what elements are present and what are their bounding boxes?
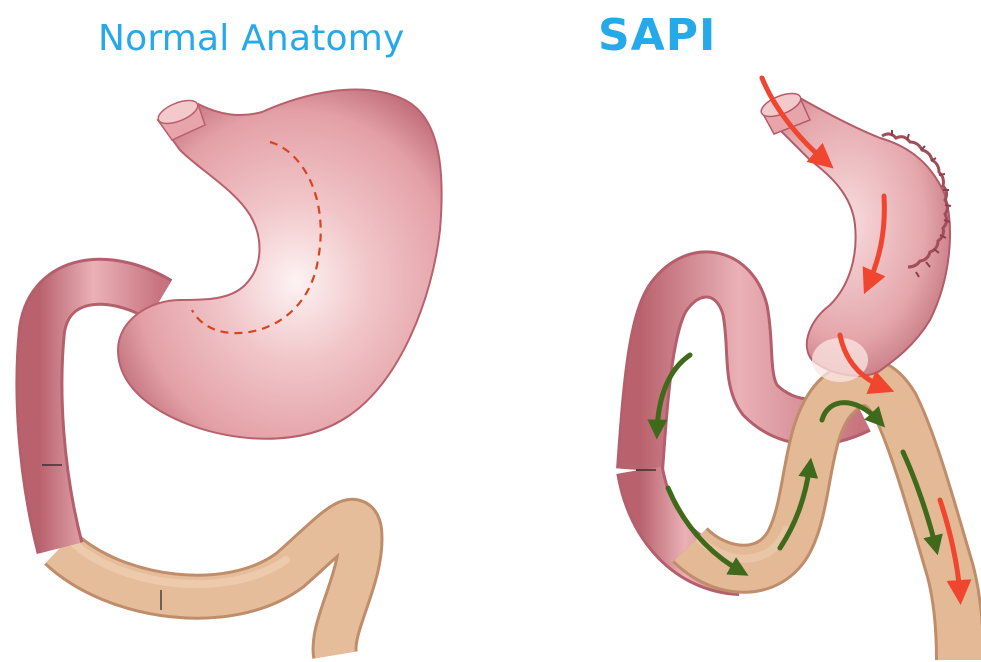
normal-stomach — [118, 90, 442, 439]
normal-anatomy-diagram — [39, 90, 441, 655]
sapi-sleeve-stomach — [762, 98, 950, 376]
sapi-diagram — [636, 78, 960, 660]
